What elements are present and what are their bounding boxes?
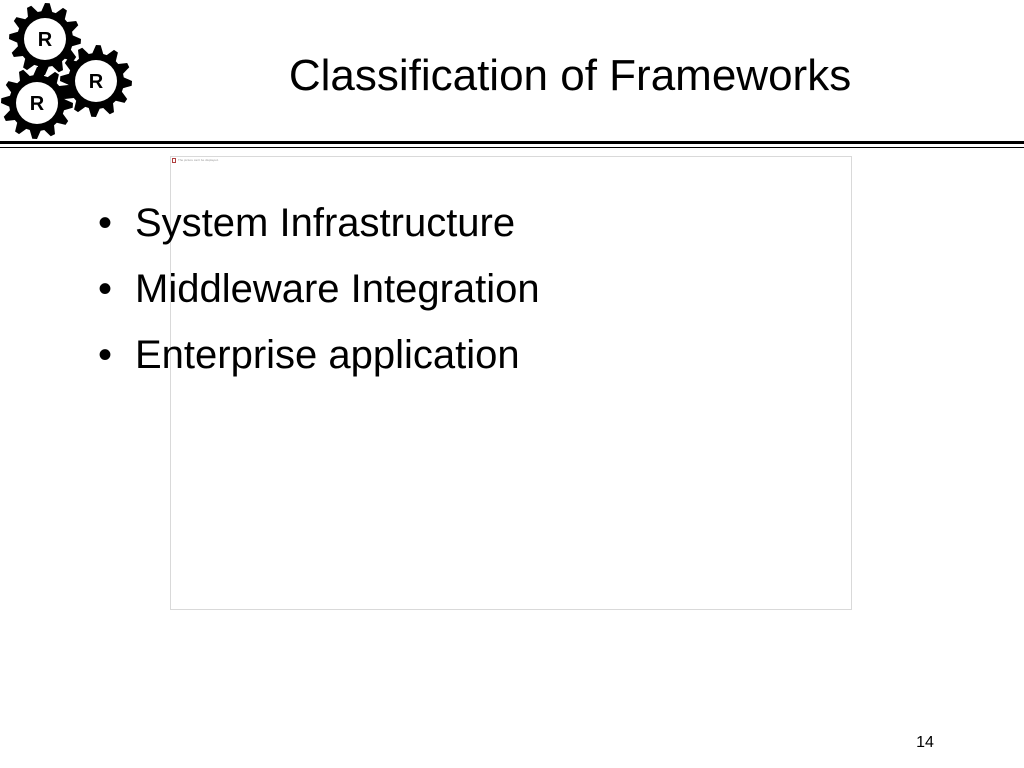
gear-icon: R (9, 3, 81, 75)
title-divider-thick (0, 141, 1024, 144)
embedded-picture-placeholder: The picture can't be displayed. (170, 156, 852, 610)
bullet-glyph: • (98, 267, 113, 311)
gear-hub (24, 18, 66, 60)
bullet-glyph: • (98, 333, 113, 377)
gear-letter: R (38, 29, 53, 51)
gear-hub (16, 82, 58, 124)
bullet-item: • Middleware Integration (96, 256, 540, 322)
gear-letter: R (30, 93, 45, 115)
broken-image-icon (172, 158, 176, 163)
embed-caption: The picture can't be displayed. (178, 158, 219, 162)
page-number: 14 (916, 734, 934, 751)
gear-hub (75, 60, 117, 102)
bullet-text: System Infrastructure (135, 201, 516, 245)
bullet-text: Middleware Integration (135, 267, 540, 311)
slide-title: Classification of Frameworks (288, 51, 852, 100)
gear-letter: R (89, 71, 104, 93)
bullet-item: • System Infrastructure (96, 190, 540, 256)
bullet-text: Enterprise application (135, 333, 520, 377)
gear-icon: R (60, 45, 132, 117)
gear-icon: R (1, 67, 73, 139)
bullet-glyph: • (98, 201, 113, 245)
bullet-list: • System Infrastructure • Middleware Integ… (96, 190, 540, 388)
bullet-item: • Enterprise application (96, 322, 540, 388)
title-divider-thin (0, 147, 1024, 148)
gears-logo-icon: R R R (1, 3, 132, 139)
